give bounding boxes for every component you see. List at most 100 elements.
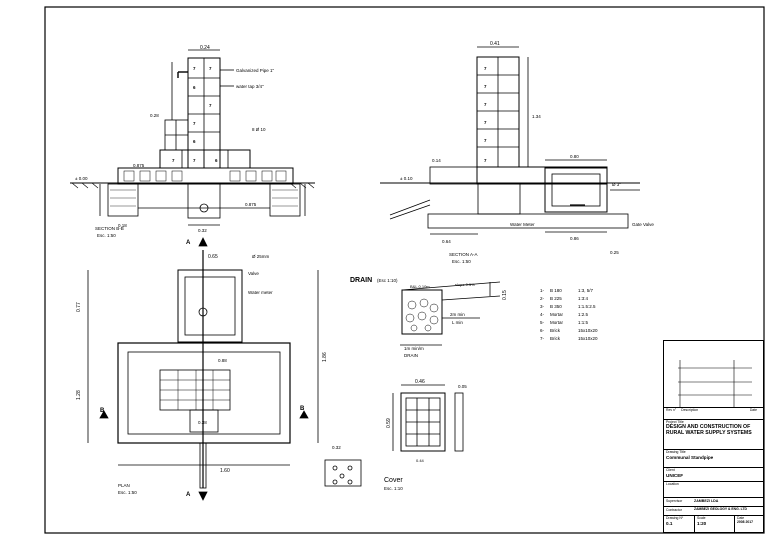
- cover-title: Cover: [384, 477, 403, 484]
- drawing-number-label: Drawing Nº: [666, 516, 684, 520]
- aa-scale: Esc. 1:50: [452, 259, 471, 264]
- rev-header-number: Rev n°: [666, 408, 677, 412]
- aa-block-4: 7: [484, 120, 487, 125]
- aa-label-gate: Gate Valve: [632, 222, 654, 227]
- drawing-title-row: Drawing Title Communal Standpipe: [664, 449, 763, 467]
- section-aa: [380, 46, 640, 235]
- scale-value: 1:20: [697, 520, 707, 526]
- contractor-name: ZAMBEZI GEOLOGY & ENG. LTD: [694, 507, 747, 511]
- legend-ratio-6: 15x10x20: [578, 328, 598, 333]
- contractor-row: Contractor ZAMBEZI GEOLOGY & ENG. LTD: [664, 506, 763, 515]
- legend-ratio-4: 1:2.5: [578, 312, 589, 317]
- legend-name-7: Brick: [550, 336, 561, 341]
- cover-scale: Esc. 1:10: [384, 486, 403, 491]
- plan-label-pipe: Ø 25mm: [252, 254, 270, 259]
- legend-ratio-3: 1:1.5:2.5: [578, 304, 596, 309]
- cover-dim-44: 0.44: [416, 458, 425, 463]
- plan-dim-160: 1.60: [220, 468, 230, 474]
- bb-block-7: 7: [172, 158, 175, 163]
- bb-label-pipe: Galvanized Pipe 1": [236, 68, 275, 73]
- plan-scale: Esc. 1:50: [118, 490, 137, 495]
- legend-n-7: 7-: [540, 336, 545, 341]
- scale-label: Scale: [697, 516, 706, 520]
- legend-name-5: Mortar: [550, 320, 564, 325]
- client-label: Client: [666, 468, 675, 472]
- bb-title: SECTION B-B: [95, 226, 124, 231]
- plan-title: PLAN: [118, 483, 130, 488]
- legend-name-2: B 225: [550, 296, 562, 301]
- rev-header-date: Date: [749, 408, 757, 412]
- aa-label-level: ± 0.10: [400, 176, 413, 181]
- project-title-label: Project Title: [666, 420, 684, 424]
- aa-block-6: 7: [484, 158, 487, 163]
- cover-detail: [392, 384, 464, 452]
- legend-name-3: B 350: [550, 304, 562, 309]
- cover-dim-05: 0.05: [458, 384, 467, 389]
- drain-title: DRAIN: [350, 277, 372, 284]
- bb-label-rebar: 8 Ø 10: [252, 127, 266, 132]
- bb-dim-18: 0.18: [118, 223, 127, 228]
- aa-block-2: 7: [484, 84, 487, 89]
- bb-block-1: 7: [193, 66, 196, 71]
- plan-dim-88: 0.88: [218, 358, 227, 363]
- plan-dim-65: 0.65: [208, 254, 218, 260]
- legend-n-3: 3-: [540, 304, 545, 309]
- legend-n-2: 2-: [540, 296, 545, 301]
- bb-block-9: 6: [215, 158, 218, 163]
- bb-dim-1: 0.24: [200, 45, 210, 51]
- plan-label-meter: Water meter: [248, 290, 273, 295]
- plan-label-b-right: B: [300, 406, 305, 412]
- contractor-label: Contractor: [666, 508, 682, 512]
- legend-ratio-5: 1:1:5: [578, 320, 589, 325]
- bb-label-level: ± 0.00: [75, 176, 88, 181]
- date-label: Date: [737, 516, 745, 520]
- drain-label-top: B&L 0.10m: [410, 284, 430, 289]
- aa-dim-64: 0.64: [442, 239, 451, 244]
- legend-n-5: 5-: [540, 320, 545, 325]
- drain-detail: [400, 281, 501, 346]
- location-label: Location: [666, 482, 679, 486]
- aa-block-5: 7: [484, 138, 487, 143]
- plan-dim-32: 0.32: [332, 445, 341, 450]
- aa-dim-25: 0.25: [610, 250, 619, 255]
- plan-label-a-bottom: A: [186, 492, 191, 498]
- date-cell: Date 2008 2017: [734, 516, 764, 533]
- legend-n-4: 4-: [540, 312, 545, 317]
- bb-scale: Esc. 1:50: [97, 233, 116, 238]
- drain-scale: (Esc 1:10): [377, 278, 398, 283]
- drawing-title-label: Drawing Title: [666, 450, 686, 454]
- scale-cell: Scale 1:20: [694, 516, 734, 533]
- materials-legend: 1- B 180 1:3, 5/7 2- B 225 1:3:4 3- B 35…: [540, 288, 598, 341]
- aa-label-meter: Water Meter: [510, 222, 535, 227]
- legend-n-1: 1-: [540, 288, 545, 293]
- plan-dim-128: 1.28: [76, 390, 82, 400]
- bb-block-4: 7: [209, 103, 212, 108]
- plan-label-valve: Valve: [248, 271, 259, 276]
- bb-dim-5: 0.28: [150, 113, 159, 118]
- title-block-rev-lines: [678, 360, 752, 408]
- date-value: 2008 2017: [737, 519, 754, 524]
- project-title: DESIGN AND CONSTRUCTION OF RURAL WATER S…: [666, 423, 752, 436]
- aa-block-1: 7: [484, 66, 487, 71]
- rev-header-description: Description: [681, 408, 699, 412]
- plan-dim-38: 0.38: [198, 420, 207, 425]
- legend-name-6: Brick: [550, 328, 561, 333]
- title-block: Rev n° Description Date Project Title DE…: [663, 340, 764, 533]
- aa-dim-3: 0.14: [432, 158, 441, 163]
- aa-block-3: 7: [484, 102, 487, 107]
- bb-block-2: 7: [209, 66, 212, 71]
- section-bb: [70, 49, 315, 226]
- legend-n-6: 6-: [540, 328, 545, 333]
- legend-ratio-1: 1:3, 5/7: [578, 288, 594, 293]
- drawing-number-cell: Drawing Nº 0.1: [664, 516, 694, 533]
- legend-ratio-2: 1:3:4: [578, 296, 589, 301]
- bb-block-3: 6: [193, 85, 196, 90]
- supervisor-name: ZAMBEZI LDA: [694, 499, 719, 503]
- location-row: Location: [664, 481, 763, 497]
- drain-label-min3: 1m min/m: [404, 346, 424, 351]
- plan-label-b-left: B: [100, 408, 105, 414]
- drawing-title: Communal Standpipe: [666, 454, 714, 460]
- aa-title: SECTION A-A: [449, 252, 478, 257]
- cover-dim-46: 0.46: [415, 379, 425, 385]
